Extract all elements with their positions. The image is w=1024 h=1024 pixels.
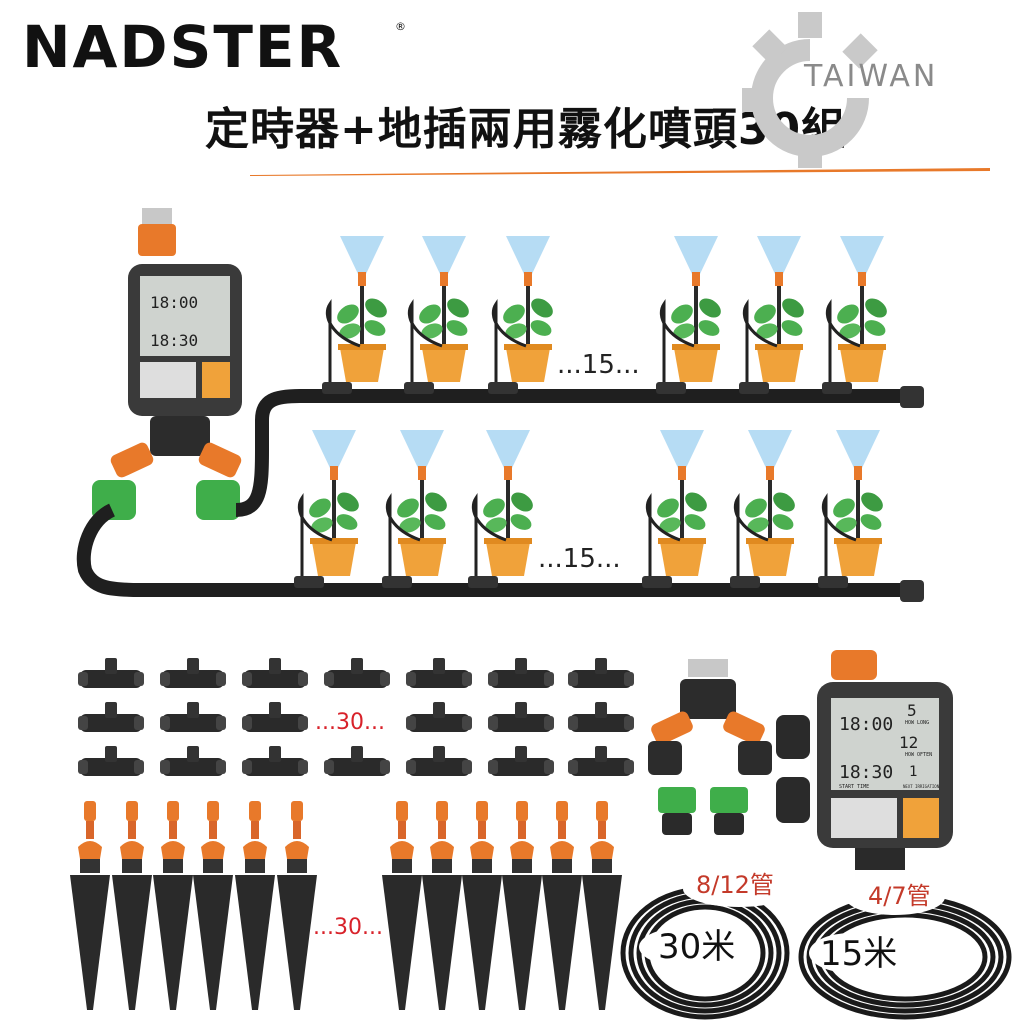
- tubing-coils: [620, 875, 1012, 1020]
- tube-spec-1: 8/12管: [696, 871, 774, 899]
- gear-icon: [742, 12, 878, 168]
- tube-length-1: 30米: [658, 927, 736, 967]
- top-row-count: ...15...: [557, 350, 640, 380]
- timer-product: 18:00 5 12 18:30 1 HOW OFTEN HOW LONG ST…: [817, 650, 953, 870]
- brand-logo: NADSTER: [22, 13, 344, 81]
- product-title: 定時器+地插兩用霧化噴頭30組: [205, 104, 847, 155]
- title-underline: [250, 168, 990, 176]
- timer-time-start: 18:30: [839, 762, 893, 783]
- timer-label-start: START TIME: [839, 784, 869, 790]
- bottom-row-count: ...15...: [538, 544, 621, 574]
- tube-spec-2: 4/7管: [868, 882, 931, 910]
- svg-text:18:30: 18:30: [150, 331, 198, 350]
- timer-label-how-often: HOW OFTEN: [905, 752, 932, 758]
- timer-time-main: 18:00: [839, 714, 893, 735]
- timer-label-next: NEXT IRRIGATION: [903, 784, 940, 789]
- spray-stakes: [70, 801, 622, 1010]
- timer-next-value: 1: [909, 764, 917, 780]
- accessories: [648, 659, 810, 835]
- registered-mark: ®: [395, 20, 406, 33]
- system-diagram: 18:00 18:30: [76, 208, 924, 602]
- timer-how-long-value: 5: [907, 701, 917, 720]
- svg-text:18:00: 18:00: [150, 293, 198, 312]
- timer-diagram: 18:00 18:30: [92, 208, 242, 520]
- timer-how-often-value: 12: [899, 733, 918, 752]
- timer-label-how-long: HOW LONG: [905, 720, 929, 726]
- tee-count: ...30...: [315, 710, 385, 735]
- watermark-text: TAIWAN: [804, 59, 939, 94]
- stake-count: ...30...: [313, 915, 383, 940]
- tube-length-2: 15米: [820, 934, 898, 974]
